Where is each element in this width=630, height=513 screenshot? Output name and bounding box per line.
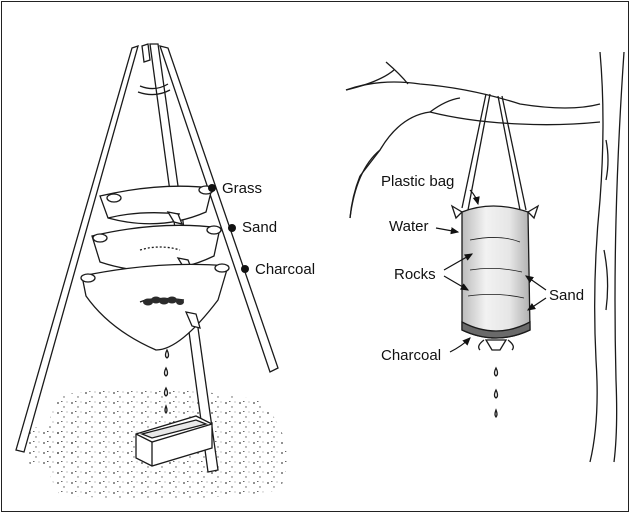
sand-bullet xyxy=(228,224,236,232)
label-sand-tripod: Sand xyxy=(242,219,278,236)
tripod-filter xyxy=(15,43,287,499)
pole-knots xyxy=(80,185,230,283)
label-grass: Grass xyxy=(222,180,263,197)
top-binding xyxy=(137,83,171,96)
label-pointers xyxy=(435,189,547,353)
charcoal-pieces xyxy=(143,296,184,306)
bag-filter xyxy=(345,51,625,463)
plastic-bag xyxy=(450,204,540,351)
hanging-strings xyxy=(461,93,527,211)
label-charcoal-tripod: Charcoal xyxy=(255,261,316,278)
label-water: Water xyxy=(389,218,429,235)
grass-bullet xyxy=(208,184,216,192)
cloth-tier-grass xyxy=(99,185,213,225)
label-charcoal-bag: Charcoal xyxy=(381,347,442,364)
label-plastic-bag: Plastic bag xyxy=(381,173,455,190)
tree-trunk xyxy=(589,51,625,463)
tree-branch xyxy=(345,61,601,219)
bag-water-drops xyxy=(493,366,499,418)
charcoal-bullet xyxy=(241,265,249,273)
label-sand-bag: Sand xyxy=(549,287,585,304)
collection-container xyxy=(135,415,213,467)
label-rocks: Rocks xyxy=(394,266,436,283)
water-drops xyxy=(163,348,170,414)
cloth-tier-charcoal xyxy=(81,263,229,351)
